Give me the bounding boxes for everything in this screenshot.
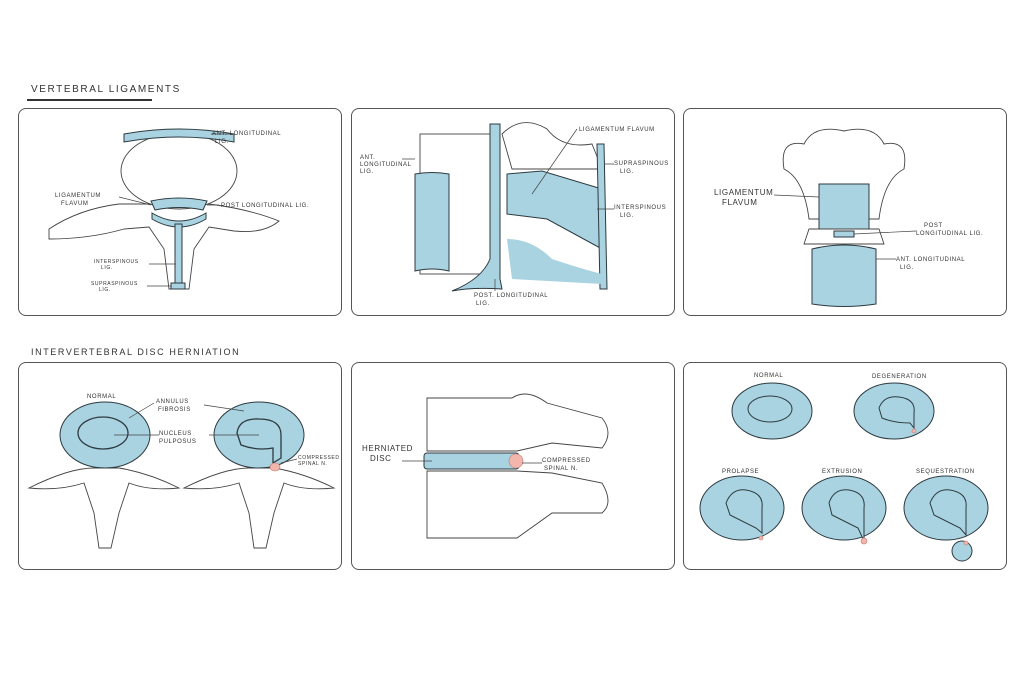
lower-interspinous-ligament bbox=[507, 239, 602, 284]
lateral-herniation-diagram: HERNIATED DISC COMPRESSED SPINAL N. bbox=[362, 393, 609, 539]
nucleus-pulposus bbox=[77, 416, 129, 450]
label-compressed-spinal-nerve-2: SPINAL N. bbox=[298, 461, 327, 467]
label-post-longitudinal: POST. LONGITUDINAL bbox=[474, 293, 548, 299]
herniated-vertebra bbox=[182, 401, 336, 549]
panel-herniation-stages: NORMAL DEGENERATION PROLAPSE EXTRUSION S… bbox=[683, 362, 1007, 570]
label-ant-longitudinal-2: LIG. bbox=[900, 265, 914, 271]
label-post-longitudinal: POST bbox=[924, 223, 943, 229]
label-sequestration: SEQUESTRATION bbox=[916, 469, 975, 475]
post-longitudinal-ligament bbox=[150, 197, 208, 211]
label-prolapse: PROLAPSE bbox=[722, 469, 759, 475]
label-ligamentum-flavum: LIGAMENTUM bbox=[714, 188, 773, 197]
label-ant-longitudinal-3: LIG. bbox=[360, 169, 374, 175]
label-ligamentum-flavum-2: FLAVUM bbox=[61, 201, 89, 207]
panel-posterior-ligaments: LIGAMENTUM FLAVUM POST LONGITUDINAL LIG.… bbox=[683, 108, 1007, 316]
label-supraspinous: SUPRASPINOUS bbox=[614, 161, 669, 167]
compressed-spinal-nerve bbox=[269, 462, 281, 472]
disc-normal bbox=[731, 382, 813, 440]
label-supraspinous: SUPRASPINOUS bbox=[91, 281, 138, 287]
normal-vertebra bbox=[27, 401, 181, 549]
upper-vertebra bbox=[426, 393, 609, 452]
post-longitudinal-ligament bbox=[833, 230, 855, 238]
disc-degeneration bbox=[853, 382, 935, 440]
label-annulus-fibrosis-2: FIBROSIS bbox=[158, 407, 191, 413]
label-compressed-spinal-nerve: COMPRESSED bbox=[298, 455, 340, 461]
ant-longitudinal-ligament bbox=[123, 128, 235, 143]
vertebral-arch bbox=[48, 203, 280, 290]
interspinous-ligament bbox=[506, 170, 603, 250]
ant-longitudinal-ligament bbox=[811, 244, 877, 307]
label-ant-longitudinal-2: LIG. bbox=[215, 139, 229, 145]
label-interspinous-2: LIG. bbox=[620, 213, 634, 219]
label-extrusion: EXTRUSION bbox=[822, 469, 862, 475]
supraspinous-ligament bbox=[170, 282, 186, 290]
supraspinous-ligament bbox=[596, 143, 608, 290]
label-compressed-spinal-nerve: COMPRESSED bbox=[542, 458, 591, 464]
herniated-nucleus bbox=[236, 418, 282, 465]
label-post-longitudinal: POST LONGITUDINAL LIG. bbox=[221, 203, 309, 209]
interspinous-ligament bbox=[174, 223, 183, 285]
label-degeneration: DEGENERATION bbox=[872, 374, 927, 380]
label-supraspinous-2: LIG. bbox=[620, 169, 634, 175]
label-interspinous: INTERSPINOUS bbox=[614, 205, 666, 211]
compressed-spinal-nerve bbox=[508, 453, 524, 469]
label-compressed-spinal-nerve-2: SPINAL N. bbox=[544, 466, 578, 472]
herniation-stages-diagram: NORMAL DEGENERATION PROLAPSE EXTRUSION S… bbox=[699, 373, 989, 562]
section-title-disc-herniation: Intervertebral Disc Herniation bbox=[31, 347, 241, 357]
label-herniated-disc-2: DISC bbox=[370, 454, 392, 463]
label-interspinous-2: LIG. bbox=[101, 265, 113, 271]
label-post-longitudinal-2: LONGITUDINAL LIG. bbox=[916, 231, 983, 237]
label-ant-longitudinal-2: LONGITUDINAL bbox=[360, 162, 412, 168]
axial-vertebra-diagram: ANT. LONGITUDINAL LIG. LIGAMENTUM FLAVUM… bbox=[48, 128, 309, 293]
label-normal: NORMAL bbox=[87, 394, 116, 400]
lateral-spine-diagram: ANT. LONGITUDINAL LIG. LIGAMENTUM FLAVUM… bbox=[360, 122, 669, 307]
ligamentum-flavum bbox=[818, 183, 870, 230]
label-nucleus-pulposus-2: PULPOSUS bbox=[159, 439, 196, 445]
label-ligamentum-flavum: LIGAMENTUM bbox=[55, 193, 101, 199]
label-herniated-disc: HERNIATED bbox=[362, 444, 413, 453]
panel-lateral-herniation: HERNIATED DISC COMPRESSED SPINAL N. bbox=[351, 362, 675, 570]
panel-axial-herniation: NORMAL ANNULUS FIBROSIS NUCLEUS PULPOSUS… bbox=[18, 362, 342, 570]
ligamentum-flavum bbox=[151, 212, 207, 228]
label-ant-longitudinal: ANT. LONGITUDINAL bbox=[896, 257, 965, 263]
title-underline bbox=[27, 99, 152, 101]
label-ligamentum-flavum: LIGAMENTUM FLAVUM bbox=[579, 127, 655, 133]
label-ant-longitudinal: ANT. bbox=[360, 155, 375, 161]
axial-herniation-diagram: NORMAL ANNULUS FIBROSIS NUCLEUS PULPOSUS… bbox=[27, 394, 340, 549]
label-normal: NORMAL bbox=[754, 373, 783, 379]
disc-prolapse bbox=[699, 475, 785, 541]
label-post-longitudinal-2: LIG. bbox=[476, 301, 490, 307]
ant-longitudinal-ligament bbox=[414, 172, 450, 272]
label-interspinous: INTERSPINOUS bbox=[94, 259, 139, 265]
label-nucleus-pulposus: NUCLEUS bbox=[159, 431, 192, 437]
posterior-elements bbox=[501, 122, 603, 170]
label-annulus-fibrosis: ANNULUS bbox=[156, 399, 189, 405]
herniated-disc bbox=[423, 452, 520, 470]
label-ant-longitudinal: ANT. LONGITUDINAL bbox=[212, 131, 281, 137]
disc-sequestration bbox=[903, 475, 989, 562]
label-supraspinous-2: LIG. bbox=[99, 287, 111, 293]
post-longitudinal-ligament bbox=[451, 123, 503, 292]
panel-lateral-ligaments: ANT. LONGITUDINAL LIG. LIGAMENTUM FLAVUM… bbox=[351, 108, 675, 316]
label-ligamentum-flavum-2: FLAVUM bbox=[722, 198, 757, 207]
posterior-spine-diagram: LIGAMENTUM FLAVUM POST LONGITUDINAL LIG.… bbox=[714, 128, 983, 307]
section-title-vertebral-ligaments: Vertebral Ligaments bbox=[31, 84, 181, 95]
lower-vertebra bbox=[426, 470, 609, 539]
disc-extrusion bbox=[801, 475, 887, 545]
panel-axial-ligaments: ANT. LONGITUDINAL LIG. LIGAMENTUM FLAVUM… bbox=[18, 108, 342, 316]
